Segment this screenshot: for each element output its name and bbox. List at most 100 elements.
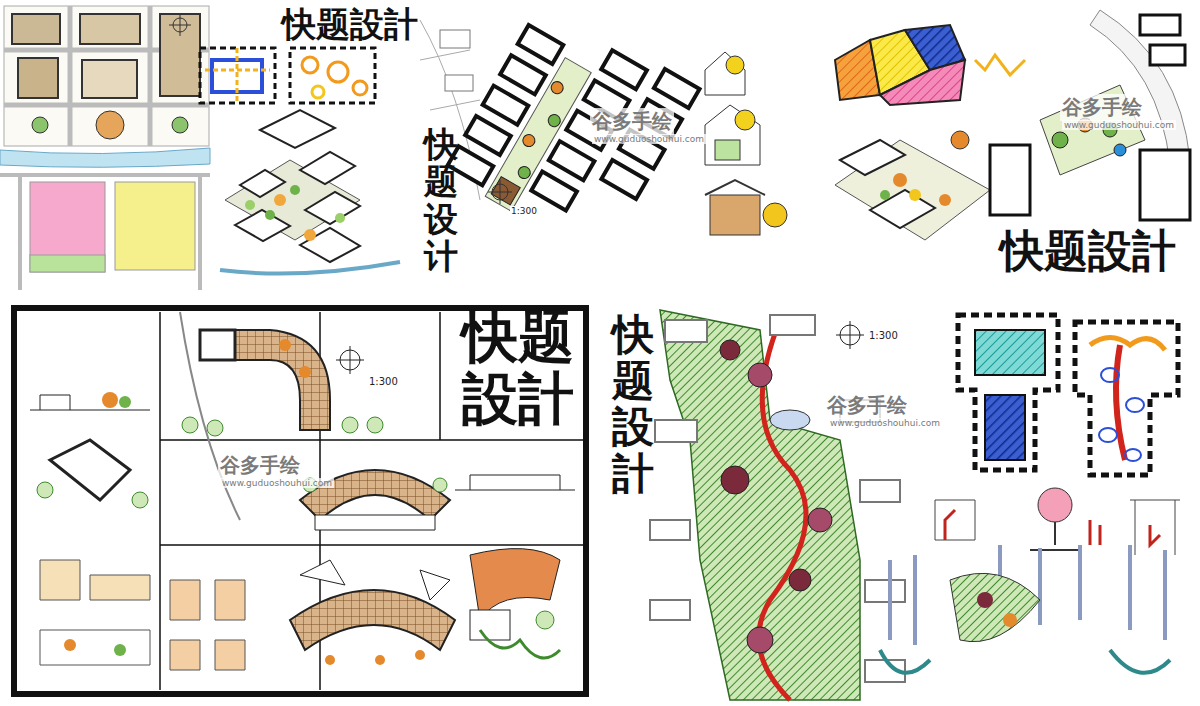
plaza-sketches-4-shape: [367, 417, 383, 433]
zoning-diagram-1: [200, 48, 375, 103]
axonometric-1: [220, 110, 400, 274]
detail-sketches-5-shape: [880, 650, 1170, 673]
garden-plan-5-shape: [770, 410, 810, 430]
detail-sketches-5-shape: [890, 545, 1165, 645]
garden-plan-5-shape: [721, 466, 749, 494]
axonometric-1-shape: [300, 228, 360, 262]
plaza-sketches-4-shape: [315, 515, 435, 530]
axonometric-1-shape: [274, 194, 286, 206]
axonometric-1-shape: [260, 110, 335, 148]
axonometric-3-shape: [951, 131, 969, 149]
plaza-sketches-4-shape: [132, 492, 148, 508]
detail-sketches-5-shape: [1090, 520, 1100, 545]
site-plan-3-shape: [1040, 85, 1145, 175]
axonometric-3: [835, 131, 990, 240]
site-plan-1-shape: [172, 117, 188, 133]
garden-plan-5-shape: [860, 480, 900, 502]
site-plan-3-shape: [1140, 150, 1190, 220]
plaza-sketches-4-shape: [40, 560, 150, 600]
zoning-diagram-5-shape: [1125, 449, 1141, 461]
street-plan-2-shape-shape: [483, 86, 529, 125]
site-plan-1-shape: [12, 14, 60, 44]
site-plan-3-shape: [1114, 144, 1126, 156]
garden-plan-5-shape: [836, 321, 864, 349]
street-plan-2-shape: [445, 75, 473, 91]
plaza-sketches-4-shape: [325, 655, 335, 665]
detail-sketches-5: [880, 488, 1180, 673]
plaza-sketches-4-shape: [180, 312, 240, 520]
garden-plan-5-shape: [665, 320, 707, 342]
axonometric-1-shape: [290, 185, 300, 195]
site-plan-1-shape: [80, 14, 140, 44]
garden-plan-5-shape: [789, 569, 811, 591]
site-plan-1-shape: [160, 14, 200, 96]
street-plan-2-shape-shape: [531, 171, 577, 210]
zoning-diagram-1-shape: [302, 57, 318, 73]
sheet-title-block: 快题設計: [462, 306, 574, 429]
zoning-diagram-1-shape: [200, 48, 275, 103]
street-plan-2-shape-shape: [654, 69, 700, 108]
street-plan-2-shape-shape: [491, 177, 520, 205]
axonometric-3-shape: [870, 190, 935, 228]
axonometric-1-shape: [300, 152, 355, 184]
zoning-diagram-5-shape: [1099, 428, 1117, 442]
street-plan-2-shape: [488, 180, 512, 204]
axonometric-1-shape: [304, 229, 316, 241]
detail-sketches-5-shape: [1003, 613, 1017, 627]
zoning-diagram-5-shape: [1075, 322, 1178, 475]
detail-sketches-2-shape: [763, 203, 787, 227]
plaza-sketches-4-shape: [455, 475, 575, 490]
garden-plan-5-shape: [655, 420, 697, 442]
plaza-sketches-4-shape: [300, 560, 450, 600]
detail-sketches-2-shape: [705, 105, 760, 165]
street-plan-2-shape-shape: [546, 112, 562, 128]
site-plan-3-shape: [990, 145, 1030, 215]
plaza-sketches-4-shape: [64, 639, 76, 651]
site-plan-3-shape: [1052, 132, 1068, 148]
axonometric-1-shape: [220, 262, 400, 274]
plaza-sketches-4-shape: [342, 417, 358, 433]
plaza-sketches-4-shape: [536, 611, 554, 629]
zoning-diagram-3: [835, 25, 1025, 105]
site-plan-1-shape: [18, 58, 58, 98]
plaza-sketches-4-shape: [336, 346, 364, 374]
sheet-title-vertical: 快题设计: [424, 126, 458, 276]
site-plan-3-shape: [1150, 45, 1185, 65]
axonometric-1-shape: [265, 210, 275, 220]
garden-plan-5-shape: [720, 340, 740, 360]
street-plan-2-shape-shape: [549, 141, 595, 180]
site-plan-1-shape: [169, 14, 191, 36]
site-plan-1-shape: [4, 6, 209, 146]
detail-sketches-2-shape: [735, 110, 755, 130]
watermark: 谷多手绘: [825, 392, 909, 419]
plaza-sketches-4-shape: [299, 366, 311, 378]
garden-plan-5-shape: [650, 600, 690, 620]
axonometric-3-shape: [909, 189, 921, 201]
zoning-diagram-5: [958, 315, 1178, 475]
zoning-diagram-3-shape: [975, 55, 1025, 75]
watermark: 谷多手绘: [1060, 94, 1144, 121]
site-plan-1-shape: [30, 255, 105, 272]
street-plan-2-shape-shape: [500, 55, 546, 94]
scale-label: 1:300: [510, 206, 538, 216]
street-plan-2-shape-shape: [516, 164, 532, 180]
plaza-sketches-4-shape: [102, 392, 118, 408]
plaza-sketches-4-shape: [433, 478, 447, 492]
watermark-url: www.guduoshouhui.com: [828, 418, 942, 428]
axonometric-1-shape: [235, 210, 290, 241]
plaza-sketches-4-shape: [470, 610, 510, 640]
plaza-sketches-4-shape: [119, 396, 131, 408]
plaza-sketches-4-shape: [375, 655, 385, 665]
plaza-sketches-4-shape: [50, 440, 130, 500]
site-plan-3-shape: [1140, 15, 1180, 35]
site-plan-1-shape: [30, 182, 105, 272]
street-plan-2: [420, 0, 700, 262]
site-plan-3: [990, 10, 1190, 220]
detail-sketches-5-shape: [950, 573, 1040, 641]
scale-label: 1:300: [868, 330, 899, 341]
street-plan-2-shape-shape: [549, 79, 565, 95]
detail-sketches-2: [705, 52, 787, 235]
garden-plan-5-shape: [747, 627, 773, 653]
plaza-sketches-4-shape: [480, 630, 560, 658]
garden-plan-5-shape: [770, 315, 815, 335]
